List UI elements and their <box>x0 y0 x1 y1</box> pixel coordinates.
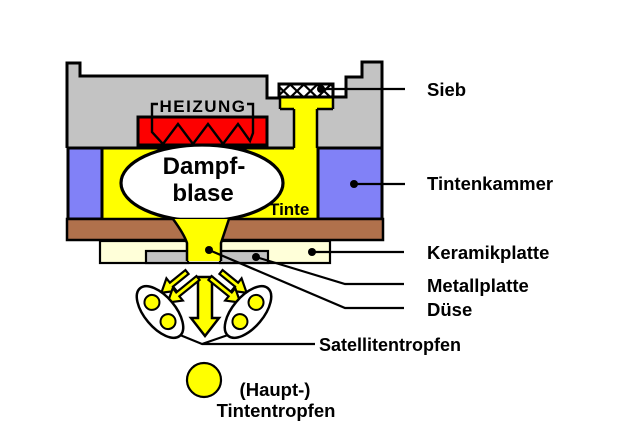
callout-labels: Sieb Tintenkammer Keramikplatte Metallpl… <box>217 79 554 421</box>
satellite-group-right <box>223 284 273 340</box>
metal-plate-left <box>144 249 190 265</box>
heater-label: HEIZUNG <box>160 97 247 116</box>
satellitentropfen-label: Satellitentropfen <box>319 335 461 355</box>
vapor-bubble-label-2: blase <box>172 180 233 207</box>
spray-arrow-right-inner <box>206 274 242 304</box>
main-ink-drop <box>185 361 223 399</box>
tintenkammer-label: Tintenkammer <box>427 173 553 194</box>
sieve-ink-bar <box>280 97 333 109</box>
satellite-drop <box>247 293 265 311</box>
sieb-dot <box>317 85 325 93</box>
spray-arrows <box>159 268 249 339</box>
housing-outline-left <box>65 61 281 148</box>
spray-arrow-right-outer <box>217 268 249 295</box>
sieb-label: Sieb <box>427 79 466 100</box>
keramikplatte-label: Keramikplatte <box>427 242 549 263</box>
ink-chamber-left <box>66 146 104 221</box>
ink-label: Tinte <box>269 200 309 219</box>
satellitentropfen-pointer-line <box>179 333 315 346</box>
duese-dot <box>205 246 213 254</box>
heater-block <box>136 115 269 147</box>
main-drop-label-2: Tintentropfen <box>217 400 336 421</box>
metallplatte-label: Metallplatte <box>427 275 529 296</box>
ink-feed-channel <box>294 109 317 148</box>
housing-left-tab <box>67 63 80 148</box>
duese-pointer-line <box>208 248 404 310</box>
spray-arrow-left-outer <box>159 268 191 295</box>
spray-arrow-left-inner <box>166 274 202 304</box>
pointer-lines <box>179 87 405 346</box>
main-drop-label-1: (Haupt-) <box>240 379 311 400</box>
duese-label: Düse <box>427 299 472 320</box>
nozzle-outline <box>171 218 231 261</box>
heater-resistor-zigzag <box>150 102 255 146</box>
tintenkammer-dot <box>350 180 358 188</box>
metallplatte-dot <box>252 253 260 261</box>
keramikplatte-dot <box>308 248 316 256</box>
satellite-drop <box>159 313 177 331</box>
vapor-bubble-label-1: Dampf- <box>163 153 246 180</box>
housing-right-step <box>346 77 362 148</box>
pointer-dots <box>205 85 358 261</box>
metallplatte-pointer-line <box>255 255 404 286</box>
housing-right-tower <box>362 62 382 148</box>
sieve-mesh <box>277 82 335 99</box>
satellite-drop <box>231 313 249 331</box>
satellite-drop <box>143 293 161 311</box>
satellite-group-left <box>135 284 185 340</box>
housing-outline-right <box>333 60 384 148</box>
